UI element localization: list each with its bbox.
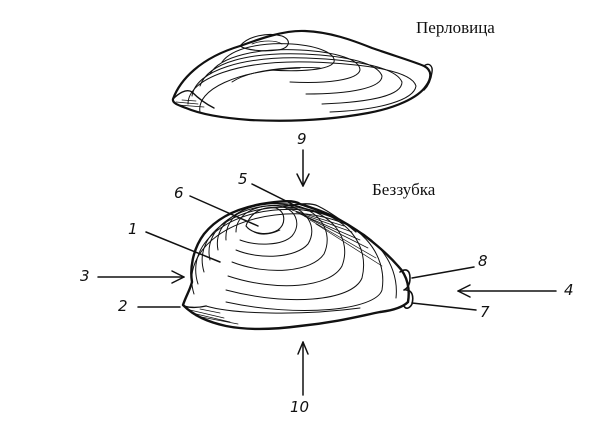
- label-6: 6: [174, 184, 184, 202]
- title-toothless-mussel: Беззубка: [372, 180, 436, 199]
- label-8: 8: [478, 252, 488, 270]
- label-4: 4: [564, 281, 574, 299]
- toothless-mussel-shell: [181, 200, 414, 331]
- leader-lines: [97, 149, 557, 396]
- title-pearl-mussel: Перловица: [416, 18, 495, 37]
- label-2: 2: [118, 297, 128, 315]
- pearl-mussel-shell: [171, 29, 433, 122]
- label-7: 7: [480, 303, 490, 321]
- label-1: 1: [128, 220, 138, 238]
- label-3: 3: [80, 267, 90, 285]
- label-9: 9: [297, 130, 307, 148]
- label-10: 10: [290, 398, 310, 416]
- label-5: 5: [238, 170, 248, 188]
